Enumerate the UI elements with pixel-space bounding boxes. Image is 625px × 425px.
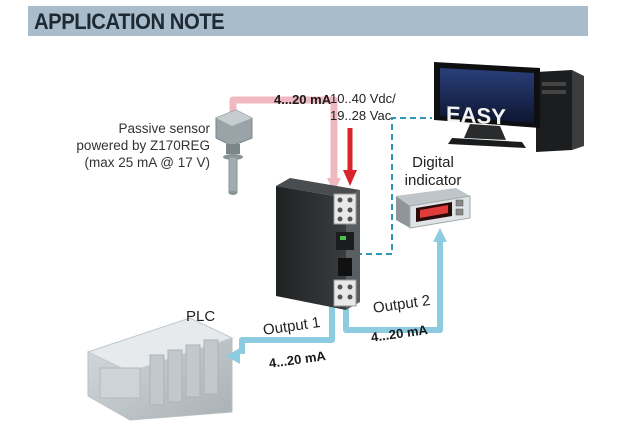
- digital-line-2: indicator: [404, 172, 462, 189]
- sensor-arrow-icon: [327, 178, 341, 192]
- digital-indicator-device: [396, 188, 471, 229]
- power-line-1: 10..40 Vdc/: [330, 91, 396, 106]
- digital-indicator-label: Digital indicator: [398, 154, 468, 190]
- output2-arrow-icon: [433, 228, 447, 242]
- power-arrow: [343, 128, 357, 186]
- sensor-description: Passive sensor powered by Z170REG (max 2…: [60, 120, 210, 171]
- sensor-current-label: 4...20 mA: [274, 92, 332, 107]
- digital-line-1: Digital: [412, 154, 454, 171]
- passive-sensor: [215, 109, 253, 195]
- power-supply-label: 10..40 Vdc/ 19..28 Vac: [330, 90, 396, 124]
- plc-label: PLC: [186, 308, 216, 325]
- page-title: APPLICATION NOTE: [34, 9, 225, 34]
- output1-wire: [226, 305, 335, 364]
- power-line-2: 19..28 Vac: [330, 108, 392, 123]
- sensor-line-1: Passive sensor: [118, 121, 210, 136]
- sensor-loop-wire: [229, 96, 341, 192]
- power-arrow-icon: [343, 170, 357, 186]
- pc-link-wire: [356, 117, 432, 255]
- output2-wire: [343, 228, 447, 333]
- header-bar: APPLICATION NOTE: [28, 6, 588, 36]
- z170reg-device: [276, 178, 360, 310]
- sensor-line-3: (max 25 mA @ 17 V): [84, 155, 211, 170]
- indicator-display: [420, 205, 448, 218]
- pc-monitor: EASY: [434, 62, 584, 152]
- output1-arrow-icon: [226, 348, 240, 364]
- plc-device: [86, 317, 234, 421]
- sensor-line-2: powered by Z170REG: [76, 138, 210, 153]
